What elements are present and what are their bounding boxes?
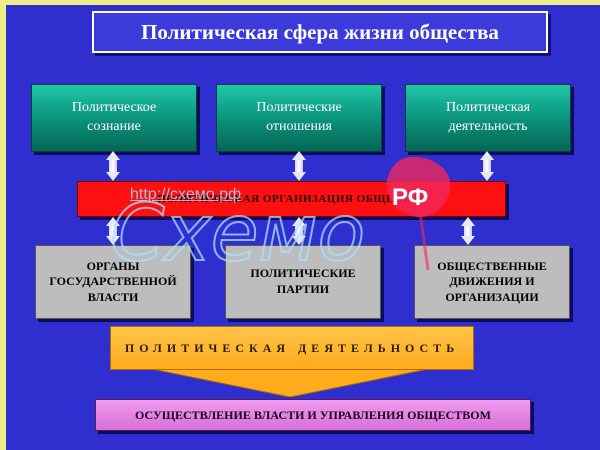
box-line: Политическое: [71, 100, 157, 116]
box-line: ДВИЖЕНИЯ И: [449, 274, 535, 289]
box-line: ОБЩЕСТВЕННЫЕ: [437, 258, 547, 273]
box-line: отношения: [266, 119, 332, 134]
political-activity-bar: ПОЛИТИЧЕСКАЯ ДЕЯТЕЛЬНОСТЬ: [110, 326, 474, 370]
down-arrow-icon: [142, 367, 438, 397]
slide-title: Политическая сфера жизни общества: [92, 11, 548, 53]
double-arrow-icon: [106, 217, 120, 245]
frame-left-border: [0, 0, 6, 450]
box-line: ГОСУДАРСТВЕННОЙ: [49, 274, 177, 289]
double-arrow-icon: [106, 151, 120, 181]
watermark-url: http://схемо.рф: [130, 186, 242, 203]
box-state-bodies: ОРГАНЫ ГОСУДАРСТВЕННОЙ ВЛАСТИ: [35, 245, 191, 319]
box-line: сознание: [87, 119, 141, 134]
double-arrow-icon: [292, 151, 306, 181]
box-line: ОРГАНИЗАЦИИ: [445, 289, 539, 304]
watermark-rf: РФ: [392, 184, 429, 211]
power-exercise-text: ОСУЩЕСТВЛЕНИЕ ВЛАСТИ И УПРАВЛЕНИЯ ОБЩЕСТ…: [135, 407, 491, 422]
political-organization-text: ПОЛИТИЧЕСКАЯ ОРГАНИЗАЦИЯ ОБЩЕСТВА: [157, 193, 426, 205]
box-line: ПОЛИТИЧЕСКИЕ: [250, 266, 356, 281]
box-political-relations: Политические отношения: [216, 84, 382, 152]
double-arrow-icon: [461, 217, 475, 245]
box-social-movements: ОБЩЕСТВЕННЫЕ ДВИЖЕНИЯ И ОРГАНИЗАЦИИ: [414, 245, 570, 319]
box-line: ПАРТИИ: [276, 282, 330, 296]
box-political-activity: Политическая деятельность: [405, 84, 571, 152]
power-exercise-bar: ОСУЩЕСТВЛЕНИЕ ВЛАСТИ И УПРАВЛЕНИЯ ОБЩЕСТ…: [95, 399, 531, 431]
double-arrow-icon: [292, 217, 306, 245]
box-political-parties: ПОЛИТИЧЕСКИЕ ПАРТИИ: [225, 245, 381, 319]
political-activity-text: ПОЛИТИЧЕСКАЯ ДЕЯТЕЛЬНОСТЬ: [124, 340, 460, 355]
box-line: Политическая: [445, 100, 531, 116]
box-line: деятельность: [448, 119, 528, 134]
box-line: ОРГАНЫ: [86, 258, 140, 273]
box-line: ВЛАСТИ: [87, 289, 139, 304]
box-political-consciousness: Политическое сознание: [31, 84, 197, 152]
box-line: Политические: [256, 100, 342, 116]
frame-top-border: [0, 0, 600, 5]
double-arrow-icon: [480, 151, 494, 181]
slide-title-text: Политическая сфера жизни общества: [141, 19, 499, 44]
